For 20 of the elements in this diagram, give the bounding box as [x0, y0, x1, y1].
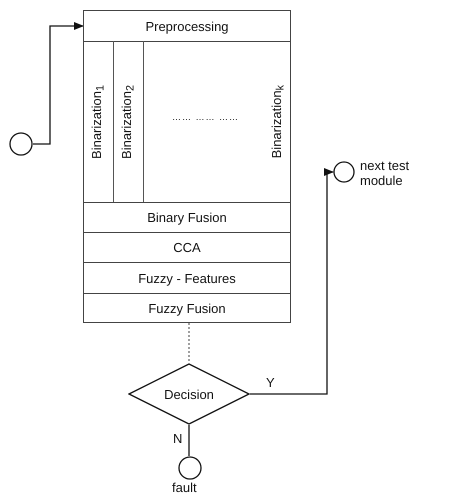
node-caption: next test module — [360, 158, 410, 188]
process-box — [83, 10, 291, 42]
step-label: Fuzzy - Features — [138, 270, 236, 286]
arrow — [33, 22, 84, 145]
step-label: Preprocessing — [145, 18, 229, 34]
process-box — [83, 293, 291, 323]
ellipsis-text: …… …… …… — [172, 112, 240, 122]
arrow — [250, 168, 334, 395]
step-label: CCA — [173, 240, 201, 255]
process-box — [83, 262, 291, 294]
edge-label: Y — [266, 375, 275, 390]
step-label: Fuzzy Fusion — [148, 300, 226, 316]
step-label: Decision — [164, 386, 214, 402]
process-box — [83, 232, 291, 263]
connector-line — [188, 322, 190, 364]
process-box — [83, 202, 291, 233]
node-caption: fault — [172, 480, 197, 495]
connector-line — [188, 425, 190, 456]
step-label: Binary Fusion — [147, 210, 227, 225]
edge-label: N — [173, 431, 182, 446]
